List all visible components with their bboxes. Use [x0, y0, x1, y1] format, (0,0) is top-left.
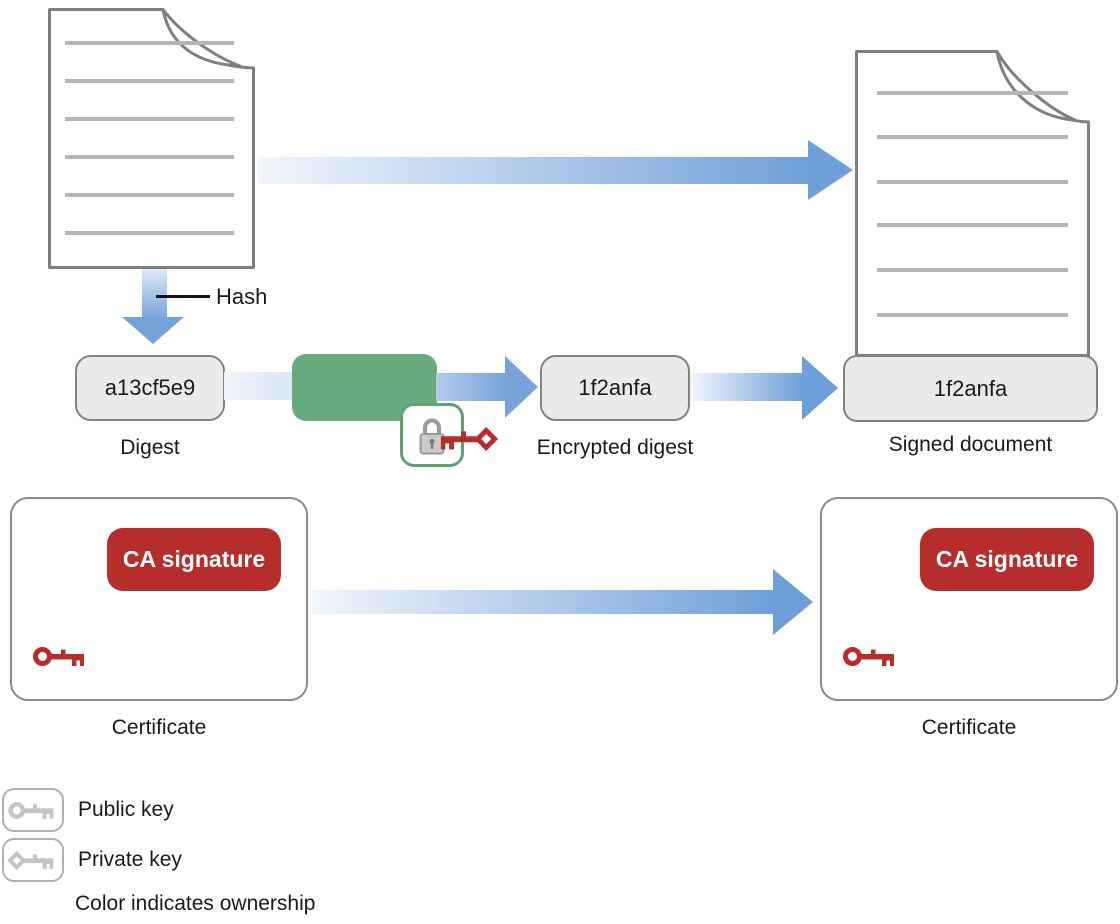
- hash-arrow-head: [122, 317, 184, 344]
- legend-private-key-swatch: [2, 838, 64, 882]
- issue-arrow-head: [773, 569, 813, 635]
- encrypt-input-arrow: [224, 372, 296, 400]
- ca-signature-badge-right: CA signature: [920, 528, 1094, 591]
- private-key-icon: [8, 850, 54, 870]
- encrypt-output-arrow-head: [505, 356, 538, 418]
- public-key-icon: [33, 647, 84, 666]
- digest-label: Digest: [120, 436, 180, 459]
- signed-document-digest-value: 1f2anfa: [933, 375, 1008, 401]
- original-document-icon: [48, 8, 255, 269]
- attach-arrow-shaft: [690, 373, 803, 401]
- digest-box: a13cf5e9: [75, 355, 225, 421]
- signed-document-label: Signed document: [888, 433, 1053, 456]
- encrypted-digest-label: Encrypted digest: [536, 436, 694, 459]
- encrypt-output-arrow-shaft: [436, 373, 506, 401]
- certificate-right-label: Certificate: [921, 716, 1017, 739]
- digest-value: a13cf5e9: [104, 375, 196, 400]
- issue-arrow-shaft: [312, 590, 774, 614]
- encrypted-digest-value: 1f2anfa: [578, 375, 652, 400]
- attach-arrow-head: [802, 356, 838, 420]
- legend-ownership-note: Color indicates ownership: [75, 892, 316, 915]
- public-key-icon: [8, 801, 54, 819]
- legend-public-key-label: Public key: [78, 798, 174, 821]
- public-key-icon: [843, 647, 894, 666]
- hash-leader-line: [156, 295, 210, 298]
- hash-label: Hash: [216, 284, 268, 309]
- ca-signature-badge-left: CA signature: [107, 528, 281, 591]
- certificate-left-label: Certificate: [111, 716, 207, 739]
- ca-signature-text-right: CA signature: [935, 546, 1079, 572]
- sign-arrow-shaft: [258, 157, 810, 184]
- signed-document-icon: [855, 50, 1090, 357]
- encrypted-digest-box: 1f2anfa: [540, 355, 690, 421]
- signed-document-digest-strip: 1f2anfa: [843, 355, 1098, 422]
- hash-arrow-shaft: [142, 269, 167, 318]
- sign-arrow-head: [808, 140, 853, 200]
- legend-private-key-label: Private key: [78, 848, 182, 871]
- private-key-icon: [440, 427, 498, 451]
- legend-public-key-swatch: [2, 788, 64, 832]
- ca-signature-text-left: CA signature: [122, 546, 266, 572]
